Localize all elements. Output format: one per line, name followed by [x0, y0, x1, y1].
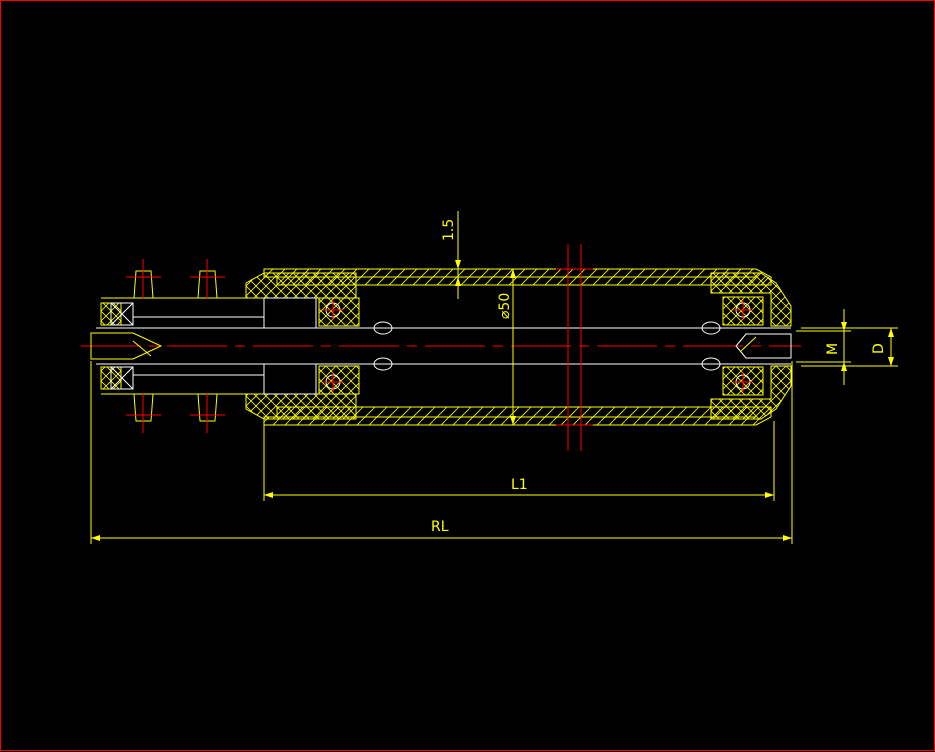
dimension-tube-diameter: ⌀50: [497, 269, 516, 425]
wall-thickness-label: 1.5: [441, 219, 457, 241]
dimension-l1: L1: [263, 421, 775, 501]
sprocket-teeth: [126, 259, 225, 433]
dimension-d: D: [801, 327, 898, 367]
d-label: D: [871, 343, 887, 354]
roller-tube: [263, 268, 772, 426]
dimension-wall-thickness: 1.5: [441, 211, 461, 299]
break-lines: [556, 244, 593, 451]
l1-label: L1: [511, 477, 528, 493]
m-label: M: [825, 343, 841, 355]
dimension-m: M: [796, 309, 851, 385]
shaft: [96, 321, 791, 371]
right-end-cap: [710, 272, 792, 420]
rl-label: RL: [431, 519, 449, 535]
left-sprocket-housing: [90, 272, 360, 420]
tube-diameter-label: ⌀50: [497, 293, 513, 319]
dimension-rl: RL: [90, 361, 793, 544]
